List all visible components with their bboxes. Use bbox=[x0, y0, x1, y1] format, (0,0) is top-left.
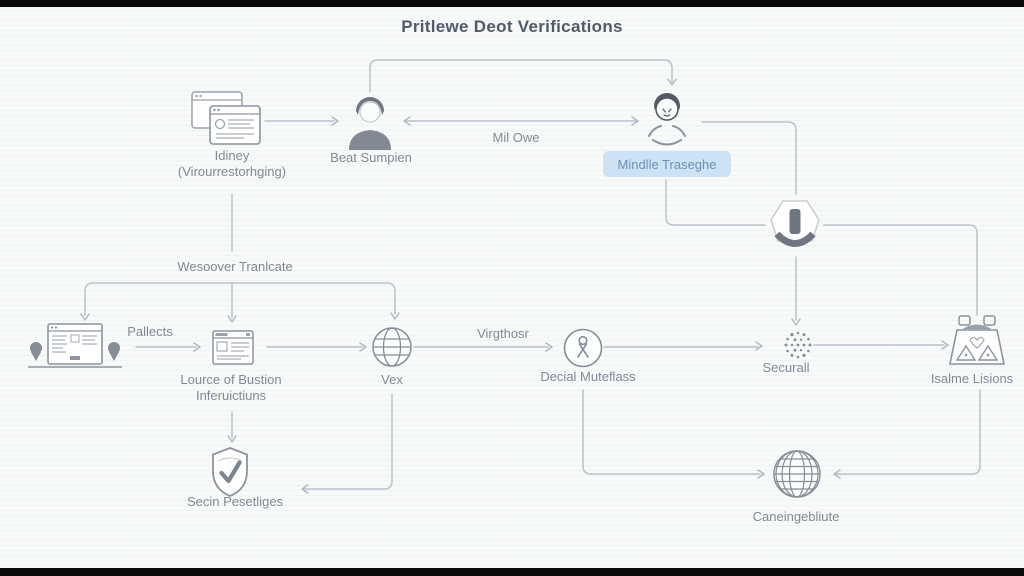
lource-label: Lource of Bustion Inferuictiuns bbox=[151, 372, 311, 404]
edge-person2-to-hexagon-top bbox=[701, 121, 797, 195]
globe-icon bbox=[370, 325, 414, 374]
top-letterbox-bar bbox=[0, 0, 1024, 7]
arrowhead-down-person2 bbox=[667, 78, 677, 86]
edge-distribution bbox=[84, 282, 396, 316]
arrowhead-down-browser bbox=[80, 313, 90, 321]
arrowhead-down-shield bbox=[227, 435, 237, 443]
mindlle-traseghe-badge: Mindlle Traseghe bbox=[603, 151, 731, 177]
arrowhead-right-globe bbox=[757, 469, 765, 479]
bag-icon bbox=[947, 314, 1007, 377]
diagram-title: Pritlewe Deot Verifications bbox=[401, 17, 623, 36]
idiney-label: Idiney (Virourrestorhging) bbox=[132, 148, 332, 180]
secin-pesetliges-label: Secin Pesetliges bbox=[186, 494, 284, 509]
decial-muteflass-label: Decial Muteflass bbox=[540, 369, 636, 384]
arrowhead-right-beat bbox=[331, 116, 339, 126]
isalme-lisions-label: Isalme Lisions bbox=[930, 371, 1014, 386]
browser-pins-icon bbox=[27, 321, 123, 376]
arrowhead-down-securall bbox=[791, 318, 801, 326]
idiney-label-line2: (Virourrestorhging) bbox=[177, 164, 287, 179]
arrowhead-left-milowe bbox=[403, 116, 411, 126]
document-window-icon bbox=[211, 328, 255, 373]
bottom-letterbox-bar bbox=[0, 568, 1024, 576]
edge-badge-to-hexagon bbox=[665, 179, 766, 226]
arrowhead-left-globe bbox=[833, 469, 841, 479]
idiney-label-line1: Idiney bbox=[214, 148, 250, 163]
mil-owe-edge-label: Mil Owe bbox=[492, 130, 540, 145]
lource-label-line1: Lource of Bustion bbox=[180, 372, 282, 387]
arrowhead-down-vex bbox=[390, 312, 400, 320]
arrowhead-down-document bbox=[227, 315, 237, 323]
beat-sumpien-label: Beat Sumpien bbox=[330, 150, 412, 165]
arrowhead-right-milowe bbox=[631, 116, 639, 126]
arrowhead-right-isalme bbox=[941, 340, 949, 350]
wireframe-sphere-icon bbox=[771, 448, 823, 505]
person-circle-icon bbox=[562, 327, 604, 374]
vex-label: Vex bbox=[381, 372, 403, 387]
dotted-cluster-icon bbox=[780, 327, 816, 368]
arrowhead-left-shield bbox=[301, 484, 309, 494]
edge-hexagon-to-right-column bbox=[823, 224, 978, 316]
edge-isalme-to-globe bbox=[835, 389, 981, 475]
edge-beat-to-person2-loop bbox=[369, 59, 673, 93]
arrowhead-right-securall bbox=[755, 341, 763, 351]
virgthosr-edge-label: Virgthosr bbox=[477, 326, 529, 341]
edge-vex-to-shield bbox=[303, 393, 393, 490]
arrowhead-right-vex bbox=[359, 342, 367, 352]
arrowhead-right-document bbox=[193, 342, 201, 352]
person-filled-icon bbox=[344, 92, 396, 155]
securall-label: Securall bbox=[762, 360, 810, 375]
arrowhead-right-decial bbox=[545, 342, 553, 352]
browser-stack-icon bbox=[190, 88, 264, 153]
lource-label-line2: Inferuictiuns bbox=[195, 388, 267, 403]
edge-decial-to-globe bbox=[582, 389, 761, 475]
shield-check-icon bbox=[209, 446, 251, 503]
caneingebliute-label: Caneingebliute bbox=[752, 509, 840, 524]
person-outline-icon bbox=[641, 88, 693, 155]
pallects-edge-label: Pallects bbox=[127, 324, 173, 339]
hexagon-lock-icon bbox=[766, 196, 824, 261]
wesoover-edge-label: Wesoover Tranlcate bbox=[177, 259, 293, 274]
